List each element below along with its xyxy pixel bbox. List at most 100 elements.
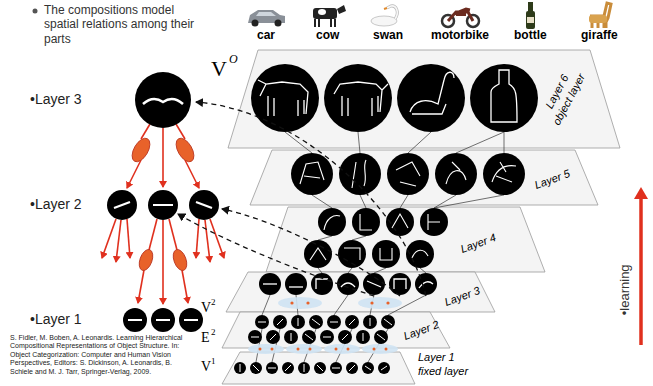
layer-symbol-sup: O <box>229 52 238 66</box>
layer4-node <box>304 208 448 268</box>
layer-plane <box>250 150 598 205</box>
object-name: motorbike <box>431 28 489 42</box>
object-icon <box>527 17 534 23</box>
composition-tree <box>172 135 197 165</box>
layer5-node <box>387 153 429 195</box>
spatial-relation <box>362 344 398 354</box>
layer5-node <box>300 160 516 188</box>
dashed-arrow <box>196 102 426 296</box>
layer5-node <box>446 162 466 184</box>
layer5-node <box>352 160 366 188</box>
composition-tree <box>102 219 116 258</box>
layer-symbol: E <box>201 330 210 347</box>
layer4-node <box>304 240 332 268</box>
object-icon <box>337 5 346 14</box>
spatial-relation <box>259 348 388 351</box>
composition-tree <box>116 220 121 262</box>
layer-name: fixed layer <box>418 365 468 378</box>
layer4-node <box>344 248 360 260</box>
layer3-node <box>415 273 437 295</box>
object-icon <box>275 20 282 27</box>
layer4-node <box>360 214 372 230</box>
composition-tree <box>114 202 212 208</box>
spatial-relation <box>309 348 312 351</box>
layer3-node <box>289 286 303 287</box>
layer-name: Layer 1 <box>418 351 455 364</box>
layer3-node <box>259 273 281 295</box>
object-icon <box>589 15 607 23</box>
object-layer-node <box>334 82 388 116</box>
spatial-relation <box>335 348 338 351</box>
layer-plane <box>222 312 450 348</box>
composition-tree <box>205 220 210 262</box>
layer4-node <box>372 240 400 268</box>
object-icon <box>387 6 397 19</box>
layer2-node <box>248 315 395 344</box>
citation: S. Fidler, M. Boben, A. Leonardis. Learn… <box>10 334 196 376</box>
object-icon <box>371 16 397 26</box>
spatial-relation <box>248 344 398 354</box>
object-icon <box>590 3 611 28</box>
bullet-dot <box>33 9 38 14</box>
layer3-node <box>394 279 406 289</box>
composition-tree <box>135 72 191 128</box>
layer5-node <box>435 153 477 195</box>
object-layer-node <box>410 72 454 114</box>
layer3-node <box>337 273 359 295</box>
layer3-node <box>363 273 385 295</box>
composition-tree <box>138 270 144 303</box>
composition-tree <box>162 220 164 304</box>
learning-label: •learning <box>617 264 633 315</box>
object-name: car <box>257 28 275 42</box>
layer-plane <box>222 50 620 384</box>
spatial-relation <box>286 344 322 354</box>
dashed-arrow <box>222 209 400 296</box>
layer3-node <box>386 301 389 304</box>
object-layer-node <box>324 64 392 132</box>
composition-tree <box>141 124 150 139</box>
layer2-node <box>258 318 392 326</box>
layer-symbol: V <box>201 359 211 376</box>
object-layer-node <box>470 64 538 132</box>
layer-symbol-sup: 1 <box>211 356 216 367</box>
layer4-node <box>420 208 448 236</box>
layer5-node <box>339 153 381 195</box>
layer5-node <box>291 153 333 195</box>
layer3-node <box>358 297 402 309</box>
layer3-node <box>285 273 307 295</box>
object-name: giraffe <box>581 28 618 42</box>
layer3-node <box>263 283 277 284</box>
composition-tree <box>102 124 224 304</box>
composition-tree <box>127 160 141 188</box>
composition-tree <box>128 135 153 165</box>
layer4-node <box>310 214 440 260</box>
layer5-node <box>291 153 525 195</box>
layer-plane <box>222 352 415 384</box>
spatial-relation <box>373 348 376 351</box>
layer2-node <box>251 333 385 341</box>
layer4-node <box>428 214 440 230</box>
composition-tree <box>128 135 197 272</box>
object-icon <box>448 9 473 21</box>
composition-tree <box>128 319 198 321</box>
object-name: cow <box>316 28 339 42</box>
spatial-relation <box>259 348 262 351</box>
layer4-node <box>352 208 380 236</box>
composition-tree <box>137 248 156 273</box>
layer1-node <box>234 362 390 374</box>
object-layer-node <box>258 80 308 116</box>
spatial-relation <box>347 348 350 351</box>
spatial-relation <box>324 344 360 354</box>
layer3-node <box>311 273 333 295</box>
layer-link <box>256 132 504 362</box>
layer-label: •Layer 2 <box>30 196 82 213</box>
composition-tree <box>143 99 183 104</box>
composition-tree <box>210 219 224 258</box>
layer1-node <box>234 362 390 374</box>
layer-symbol: V <box>201 300 211 317</box>
object-icon <box>252 20 259 27</box>
object-name: bottle <box>514 28 547 42</box>
layer3-node <box>290 301 293 304</box>
composition-tree <box>169 219 177 250</box>
